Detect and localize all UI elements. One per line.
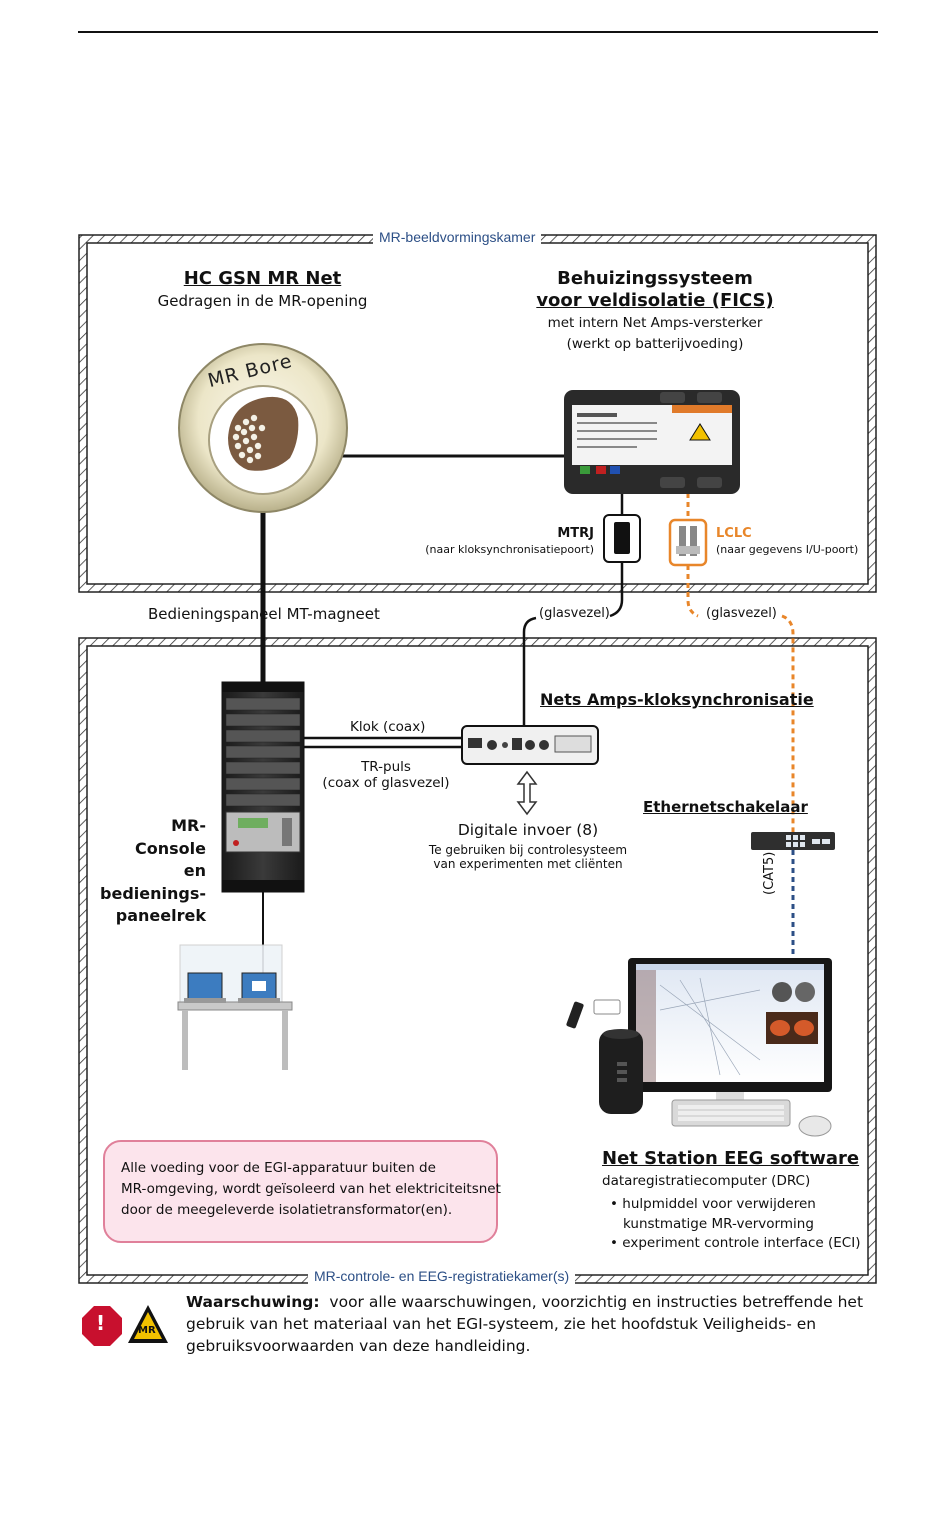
warning-line1: voor alle waarschuwingen, voorzichtig en… (329, 1293, 864, 1311)
net-subtitle: Gedragen in de MR-opening (157, 292, 368, 310)
bullet-2-text: experiment controle interface (ECI) (622, 1235, 861, 1251)
console-line4: bedienings- (100, 883, 206, 903)
fics-line3: met intern Net Amps-versterker (547, 315, 763, 331)
fiber-right-label: (glasvezel) (706, 606, 777, 621)
fics-title-block: Behuizingssysteem voor veldisolatie (FIC… (520, 268, 790, 352)
notice-text: Alle voeding voor de EGI-apparatuur buit… (121, 1158, 501, 1221)
cables (260, 454, 795, 980)
fics-title-line1: Behuizingssysteem (557, 268, 753, 289)
digital-note-line2: van experimenten met cliënten (433, 857, 623, 871)
warning-line3: gebruiksvoorwaarden van deze handleiding… (186, 1337, 531, 1355)
mr-console-rack-illustration (221, 681, 305, 893)
notice-line1: Alle voeding voor de EGI-apparatuur buit… (121, 1160, 436, 1176)
net-title: HC GSN MR Net (183, 268, 342, 289)
digital-note-line1: Te gebruiken bij controlesysteem (428, 843, 628, 857)
warning-label: Waarschuwing: (186, 1293, 320, 1311)
console-label-block: MR- Console en bedienings- paneelrek (96, 815, 206, 928)
digital-input-label: Digitale invoer (8) (457, 821, 599, 839)
mr-bore-illustration (178, 343, 348, 513)
mr-badge-text: MR (138, 1325, 156, 1336)
bullet-1-cont: kunstmatige MR-vervorming (610, 1215, 860, 1235)
ethernet-switch-illustration (751, 832, 835, 850)
netstation-bullets: • hulpmiddel voor verwijderen kunstmatig… (610, 1195, 860, 1254)
page-top-rule (78, 31, 878, 33)
lclc-label: LCLC (716, 526, 752, 541)
control-room-label: MR-controle- en EEG-registratiekamer(s) (308, 1268, 576, 1284)
bullet-1: • hulpmiddel voor verwijderen (610, 1196, 816, 1212)
bullet-2: • experiment controle interface (ECI) (610, 1235, 861, 1251)
fics-title-line2: voor veldisolatie (FICS) (536, 290, 774, 311)
netstation-subtitle: dataregistratiecomputer (DRC) (602, 1173, 811, 1189)
ethernet-title: Ethernetschakelaar (643, 798, 808, 816)
magnet-panel-label: Bedieningspaneel MT-magneet (148, 605, 380, 623)
drc-computer-illustration (566, 958, 832, 1137)
digital-input-block: Digitale invoer (8) Te gebruiken bij con… (420, 821, 636, 871)
clock-sync-unit-illustration (461, 725, 599, 765)
bullet-1-line2: kunstmatige MR-vervorming (623, 1215, 814, 1232)
fiber-left-label: (glasvezel) (539, 606, 610, 621)
stop-warning-icon (82, 1306, 122, 1346)
console-line3: en (183, 861, 206, 880)
mr-warning-icon (128, 1305, 168, 1343)
clock-sync-title: Nets Amps-kloksynchronisatie (540, 690, 814, 709)
tr-pulse-line1: TR-puls (361, 759, 411, 775)
stop-badge-text: ! (96, 1311, 106, 1335)
mtrj-note: (naar kloksynchronisatiepoort) (425, 543, 594, 556)
power-isolation-notice: Alle voeding voor de EGI-apparatuur buit… (103, 1140, 501, 1243)
digital-input-arrow (516, 770, 538, 816)
console-line1: MR- (171, 816, 206, 835)
lclc-connector-illustration (668, 518, 708, 567)
desk-illustration (177, 944, 293, 1070)
console-line2: Console (135, 838, 206, 858)
clock-coax-label: Klok (coax) (350, 719, 426, 735)
warning-paragraph: Waarschuwing: voor alle waarschuwingen, … (186, 1291, 876, 1357)
warning-line2: gebruik van het materiaal van het EGI-sy… (186, 1315, 817, 1333)
fics-line4: (werkt op batterijvoeding) (566, 336, 744, 352)
tr-pulse-line2: (coax of glasvezel) (322, 775, 450, 791)
mr-room-label: MR-beeldvormingskamer (373, 229, 542, 245)
lclc-label-block: LCLC (naar gegevens I/U-poort) (716, 526, 858, 556)
mtrj-label: MTRJ (557, 526, 594, 541)
netstation-title: Net Station EEG software (602, 1148, 860, 1169)
notice-line3: door de meegeleverde isolatietransformat… (121, 1202, 453, 1218)
net-title-block: HC GSN MR Net Gedragen in de MR-opening (130, 268, 395, 310)
mtrj-label-block: MTRJ (naar kloksynchronisatiepoort) (400, 526, 594, 556)
console-line5: paneelrek (115, 906, 206, 925)
fics-unit-illustration (564, 390, 740, 494)
bullet-1-line1: hulpmiddel voor verwijderen (622, 1196, 816, 1212)
netstation-title-block: Net Station EEG software dataregistratie… (602, 1148, 859, 1189)
cat5-label: (CAT5) (762, 851, 777, 895)
mtrj-connector-illustration (603, 514, 641, 563)
notice-line2: MR-omgeving, wordt geïsoleerd van het el… (121, 1181, 501, 1197)
lclc-note: (naar gegevens I/U-poort) (716, 543, 859, 556)
tr-pulse-block: TR-puls (coax of glasvezel) (316, 759, 456, 791)
